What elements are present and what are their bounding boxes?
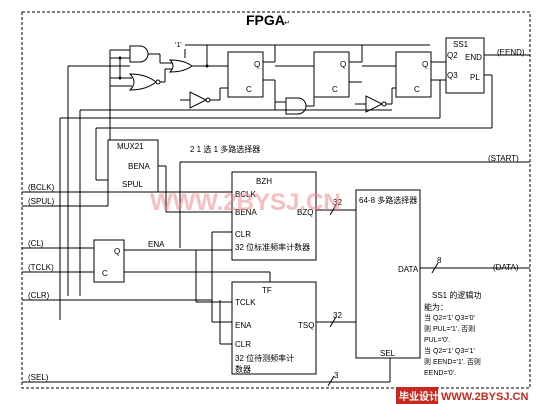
- svg-text:PL: PL: [470, 73, 480, 82]
- svg-text:BZH: BZH: [256, 177, 272, 186]
- ena-label: ENA: [148, 240, 165, 249]
- mux21-caption: 2 1 选 1 多路选择器: [190, 144, 260, 154]
- svg-text:BENA: BENA: [128, 162, 150, 171]
- port-data: (DATA): [493, 263, 519, 272]
- svg-text:SS1: SS1: [453, 40, 469, 49]
- svg-text:BZQ: BZQ: [297, 208, 313, 217]
- tsq-width: 32: [333, 311, 342, 320]
- svg-text:Q2: Q2: [447, 51, 458, 60]
- svg-text:CLR: CLR: [235, 340, 251, 349]
- or-gate-2: [168, 59, 193, 73]
- svg-text:BCLK: BCLK: [235, 190, 257, 199]
- flip-flop-3: Q C: [362, 51, 446, 98]
- sel-width: 3: [334, 371, 339, 380]
- note-line-1: 能为：: [424, 302, 448, 312]
- svg-text:C: C: [414, 85, 420, 94]
- svg-text:SPUL: SPUL: [122, 180, 143, 189]
- svg-text:Q: Q: [114, 247, 120, 256]
- svg-text:TCLK: TCLK: [235, 298, 256, 307]
- note-line-2: 当 Q2='1' Q3='0': [424, 313, 475, 322]
- svg-text:Q: Q: [340, 60, 346, 69]
- note-line-4: PUL='0'.: [424, 337, 450, 344]
- svg-text:C: C: [332, 85, 338, 94]
- svg-text:TF: TF: [262, 286, 272, 295]
- svg-text:ENA: ENA: [235, 321, 252, 330]
- or-gate-1: [128, 73, 157, 91]
- flip-flop-2: Q C: [275, 45, 363, 98]
- diagram-title: FPGA: [246, 12, 285, 28]
- port-tclk: (TCLK): [28, 263, 54, 272]
- port-start: (START): [488, 154, 519, 163]
- svg-text:C: C: [102, 269, 108, 278]
- mux64-block: 64-8 多路选择器 DATA SEL: [355, 189, 421, 359]
- watermark: WWW.2BYSJ.CN: [150, 189, 341, 216]
- svg-text:Q3: Q3: [447, 71, 458, 80]
- svg-text:CLR: CLR: [235, 230, 251, 239]
- svg-text:32 位标准频率计数器: 32 位标准频率计数器: [235, 242, 310, 252]
- footer-brand: 毕业设计: [399, 390, 439, 403]
- port-eend: (EEND): [497, 48, 525, 57]
- port-spul: (SPUL): [28, 197, 55, 206]
- data-width: 8: [437, 256, 442, 265]
- ss1-block: SS1 Q2 Q3 END PL: [445, 37, 530, 128]
- port-cl: (CL): [28, 239, 44, 248]
- ena-flip-flop: Q C: [86, 239, 232, 283]
- note-line-3: 则 PUL='1'. 否则: [424, 325, 475, 333]
- svg-text:SEL: SEL: [380, 349, 396, 358]
- port-clr: (CLR): [28, 291, 50, 300]
- svg-text:BENA: BENA: [235, 208, 257, 217]
- note-line-7: EEND='0'.: [424, 370, 456, 377]
- note-line-6: 则 EEND='1'. 否则: [424, 358, 481, 366]
- not-gate-2: [355, 87, 396, 113]
- counter-tf: TF TCLK ENA CLR TSQ 32 位待测频率计 数器: [231, 281, 317, 375]
- svg-text:Q: Q: [422, 60, 428, 69]
- fpga-boundary: [21, 11, 531, 389]
- counter-bzh: BZH BCLK BENA CLR BZQ 32 位标准频率计数器: [231, 171, 317, 261]
- footer-badge: 毕业设计 WWW.2BYSJ.CN: [396, 387, 528, 404]
- svg-text:END: END: [465, 53, 482, 62]
- svg-text:DATA: DATA: [398, 265, 419, 274]
- ss1-notes: SS1 的逻辑功 能为： 当 Q2='1' Q3='0' 则 PUL='1'. …: [424, 290, 481, 377]
- or-gate-bubble: [155, 79, 161, 85]
- svg-text:TSQ: TSQ: [298, 321, 314, 330]
- svg-text:32 位待测频率计: 32 位待测频率计: [235, 353, 294, 363]
- footer-site: WWW.2BYSJ.CN: [441, 391, 528, 403]
- port-sel: (SEL): [28, 373, 49, 382]
- note-line-0: SS1 的逻辑功: [432, 290, 481, 300]
- svg-text:数器: 数器: [235, 364, 251, 374]
- constant-one-label: '1': [175, 42, 182, 49]
- svg-text:Q: Q: [254, 60, 260, 69]
- title-mark: ↵: [284, 20, 290, 27]
- not-gate-1: [180, 87, 228, 109]
- port-bclk: (BCLK): [28, 183, 55, 192]
- svg-text:MUX21: MUX21: [117, 142, 144, 151]
- svg-text:C: C: [246, 85, 252, 94]
- svg-text:64-8 多路选择器: 64-8 多路选择器: [359, 195, 417, 205]
- note-line-5: 当 Q2='1' Q3='1': [424, 346, 475, 355]
- and-gate-1: [129, 45, 149, 63]
- gate-cluster-top-left: [110, 45, 193, 91]
- flip-flop-1: Q C: [192, 45, 276, 110]
- bzq-width: 32: [333, 198, 342, 207]
